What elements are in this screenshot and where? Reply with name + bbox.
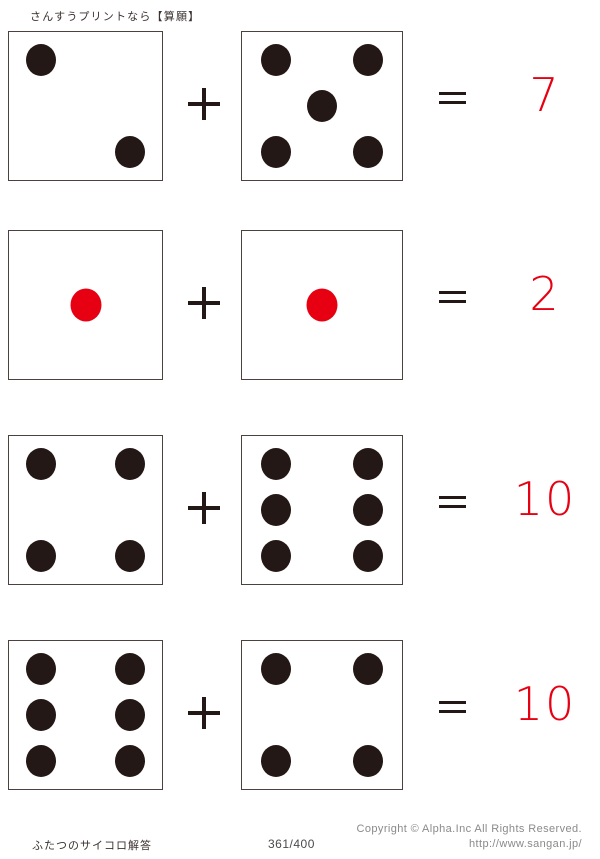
plus-operator-icon xyxy=(188,287,220,319)
die-pip xyxy=(114,653,145,686)
problem-row: 2 xyxy=(0,229,600,382)
die-left xyxy=(8,31,163,181)
equals-operator-icon xyxy=(439,701,466,717)
plus-operator-icon xyxy=(188,492,220,524)
die-pip xyxy=(353,135,384,168)
die-pip xyxy=(260,494,291,526)
die-pip xyxy=(353,44,384,77)
die-pip xyxy=(353,539,384,572)
answer-value: 10 xyxy=(513,677,577,731)
equals-operator-icon xyxy=(439,496,466,512)
answer-value: 10 xyxy=(513,472,577,526)
copyright-text: Copyright © Alpha.Inc All Rights Reserve… xyxy=(356,823,582,835)
die-pip xyxy=(26,448,57,481)
problem-row: 10 xyxy=(0,434,600,587)
equals-operator-icon xyxy=(439,291,466,307)
worksheet-name: ふたつのサイコロ解答 xyxy=(32,840,152,852)
die-pip xyxy=(307,90,337,122)
die-left xyxy=(8,640,163,790)
website-url[interactable]: http://www.sangan.jp/ xyxy=(469,838,582,850)
die-pip xyxy=(26,744,57,777)
die-pip xyxy=(114,699,145,731)
answer-value: 7 xyxy=(529,68,561,122)
equals-operator-icon xyxy=(439,92,466,108)
footer: ふたつのサイコロ解答 361/400 Copyright © Alpha.Inc… xyxy=(0,811,600,859)
die-pip xyxy=(260,653,291,686)
die-pip xyxy=(26,653,57,686)
die-left xyxy=(8,230,163,380)
plus-operator-icon xyxy=(188,697,220,729)
answer-value: 2 xyxy=(529,267,561,321)
die-pip xyxy=(114,448,145,481)
die-pip xyxy=(353,744,384,777)
die-pip xyxy=(26,44,57,77)
die-right xyxy=(241,230,403,380)
die-pip xyxy=(114,539,145,572)
die-pip xyxy=(260,744,291,777)
plus-operator-icon xyxy=(188,88,220,120)
die-pip xyxy=(353,494,384,526)
die-pip xyxy=(26,699,57,731)
die-pip xyxy=(260,539,291,572)
die-pip xyxy=(26,539,57,572)
die-right xyxy=(241,640,403,790)
problem-row: 10 xyxy=(0,639,600,792)
page-title: さんすうプリントなら【算願】 xyxy=(30,11,201,23)
die-pip xyxy=(260,448,291,481)
die-pip xyxy=(114,135,145,168)
die-right xyxy=(241,435,403,585)
die-pip xyxy=(306,288,338,322)
die-right xyxy=(241,31,403,181)
die-left xyxy=(8,435,163,585)
die-pip xyxy=(353,653,384,686)
die-pip xyxy=(114,744,145,777)
die-pip xyxy=(353,448,384,481)
die-pip xyxy=(260,44,291,77)
page-number: 361/400 xyxy=(268,837,315,851)
die-pip xyxy=(70,288,101,322)
problem-row: 7 xyxy=(0,30,600,183)
die-pip xyxy=(260,135,291,168)
